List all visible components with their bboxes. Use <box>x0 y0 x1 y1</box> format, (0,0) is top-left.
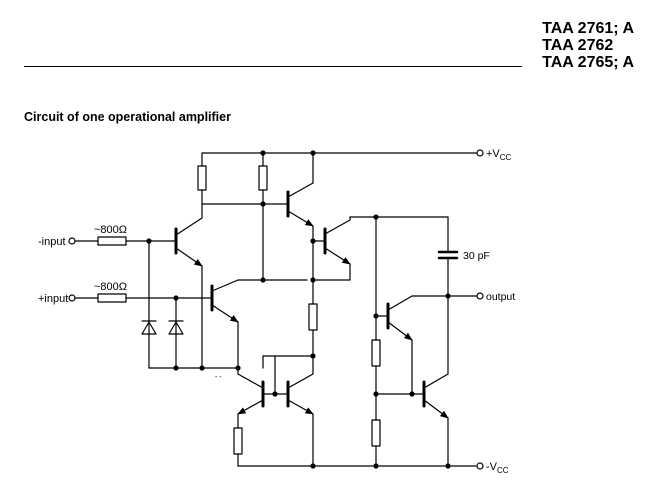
input-minus-net <box>68 236 177 246</box>
header-rule <box>24 66 522 67</box>
artifact-mark: - - <box>215 374 222 381</box>
protection-diodes <box>141 240 239 371</box>
transistor-t4 <box>310 214 449 283</box>
output-bias-column <box>371 216 425 469</box>
positive-rail <box>201 149 484 157</box>
resistor-minus-value: ~800Ω <box>94 224 127 236</box>
figure-caption: Circuit of one operational amplifier <box>24 110 231 124</box>
negative-rail <box>237 462 484 470</box>
part-number: TAA 2762 <box>542 37 614 54</box>
part-number: TAA 2765; A <box>542 54 634 71</box>
compensation-capacitor <box>437 216 459 299</box>
vcc-positive-label: +VCC <box>486 148 512 162</box>
vcc-negative-label: -VCC <box>486 461 509 475</box>
input-minus-label: -input <box>38 236 66 248</box>
output-terminal <box>447 292 484 300</box>
transistor-t8 <box>422 295 451 469</box>
transistor-t3 <box>286 150 316 305</box>
transistor-t1 <box>174 203 203 369</box>
input-minus-resistor <box>97 236 127 246</box>
capacitor-value: 30 pF <box>463 250 490 262</box>
part-number-block: TAA 2761; A TAA 2762 TAA 2765; A <box>542 20 634 71</box>
current-mirror <box>233 355 316 469</box>
output-label: output <box>486 291 515 303</box>
resistor-plus-value: ~800Ω <box>94 281 127 293</box>
mid-resistor <box>308 303 318 359</box>
transistor-t7 <box>386 295 449 397</box>
input-plus-net <box>68 293 213 303</box>
upper-resistors <box>197 150 289 283</box>
input-plus-label: +input <box>38 293 68 305</box>
input-plus-resistor <box>97 293 127 303</box>
transistor-t2 <box>210 279 239 369</box>
part-number: TAA 2761; A <box>542 20 634 37</box>
